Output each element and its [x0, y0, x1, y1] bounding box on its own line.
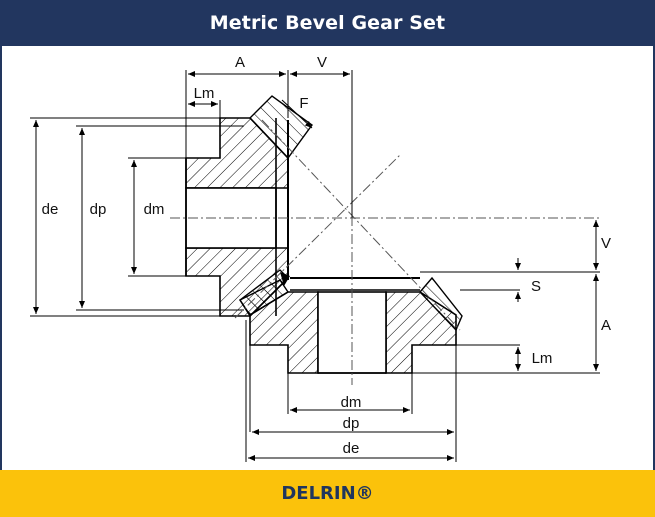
label-a-top: A	[235, 54, 245, 71]
label-de-left: de	[42, 201, 59, 218]
page-title: Metric Bevel Gear Set	[209, 12, 446, 34]
label-lm-right: Lm	[532, 350, 553, 367]
bottom-gear-tooth-left	[238, 279, 289, 316]
bottom-gear-tooth-right	[419, 276, 463, 332]
label-dm-bottom: dm	[341, 394, 362, 411]
mesh-contact-point	[280, 272, 290, 286]
label-v-right: V	[601, 235, 611, 252]
left-border	[0, 46, 2, 470]
right-border	[653, 46, 655, 470]
label-de-bottom: de	[343, 440, 360, 457]
label-dp-bottom: dp	[343, 415, 360, 432]
footer-bar: DELRIN®	[0, 470, 655, 517]
label-dm-left: dm	[144, 201, 165, 218]
label-s: S	[531, 278, 541, 295]
label-dp-left: dp	[90, 201, 107, 218]
label-v-top: V	[317, 54, 327, 71]
extension-lines	[30, 70, 600, 462]
material-label: DELRIN®	[281, 483, 374, 504]
left-gear	[185, 95, 313, 318]
bottom-gear	[238, 276, 463, 374]
label-f: F	[299, 95, 308, 112]
dimension-lines	[33, 71, 599, 461]
label-lm-left: Lm	[194, 85, 215, 102]
header-bar: Metric Bevel Gear Set	[0, 0, 655, 46]
label-a-right: A	[601, 317, 611, 334]
center-lines	[170, 119, 600, 385]
